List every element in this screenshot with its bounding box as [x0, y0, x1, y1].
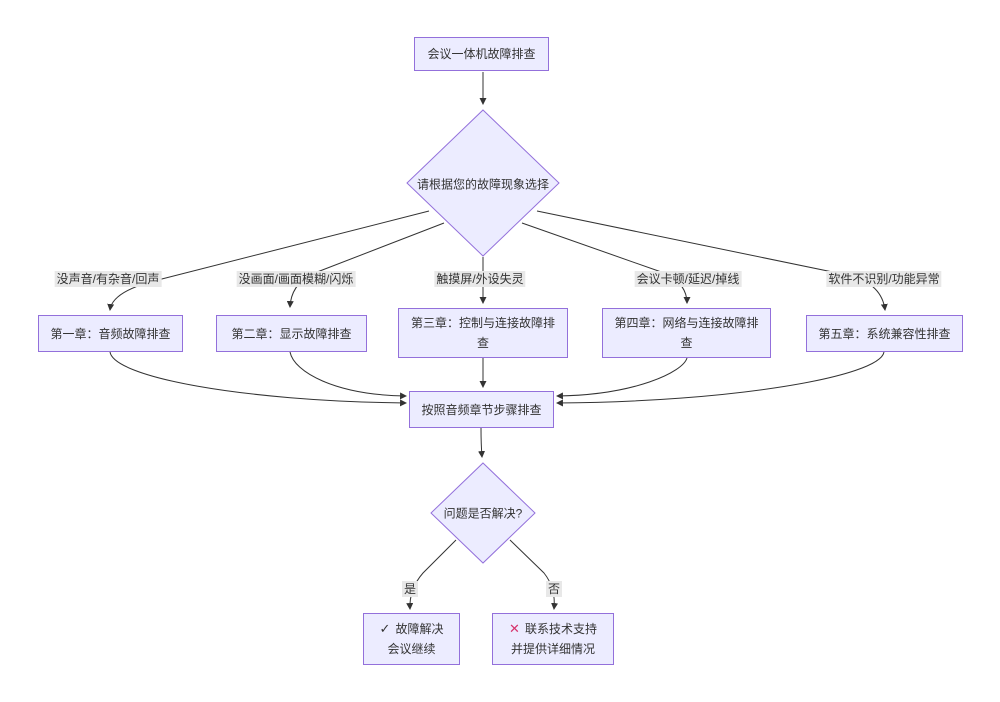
- edge-label-software: 软件不识别/功能异常: [826, 271, 942, 287]
- node-chapter1-label: 第一章：音频故障排查: [50, 326, 171, 341]
- node-resolved: ✓ 故障解决 会议继续: [363, 613, 460, 665]
- edge-label-no: 否: [545, 581, 563, 597]
- node-resolved-line2: 会议继续: [387, 642, 436, 656]
- edge-to-chapter1: [107, 210, 430, 312]
- node-chapter3: 第三章：控制与连接故障排查: [398, 308, 568, 358]
- edge-chapter2-to-follow: [289, 351, 408, 400]
- decision-resolved-label: 问题是否解决?: [443, 506, 523, 521]
- decision-main-diamond: [406, 109, 560, 257]
- node-follow-step-label: 按照音频章节步骤排查: [421, 402, 542, 417]
- node-chapter4-label: 第四章：网络与连接故障排查: [614, 316, 759, 350]
- edge-yes-path: [406, 539, 457, 611]
- node-resolved-line1: 故障解决: [395, 622, 444, 636]
- decision-resolved-diamond: [430, 462, 536, 564]
- node-contact-line2: 并提供详细情况: [510, 642, 595, 656]
- node-follow-step: 按照音频章节步骤排查: [409, 391, 554, 428]
- edge-label-yes: 是: [401, 581, 419, 597]
- node-chapter2-label: 第二章：显示故障排查: [231, 326, 352, 341]
- decision-main-label: 请根据您的故障现象选择: [416, 177, 550, 192]
- edge-label-touch: 触摸屏/外设失灵: [434, 271, 526, 287]
- node-chapter4: 第四章：网络与连接故障排查: [602, 308, 771, 358]
- check-icon: ✓: [379, 621, 391, 636]
- node-chapter5-label: 第五章：系统兼容性排查: [818, 326, 951, 341]
- edge-no-path: [509, 539, 559, 611]
- edge-label-audio: 没声音/有杂音/回声: [54, 271, 162, 287]
- node-chapter1: 第一章：音频故障排查: [38, 315, 183, 352]
- node-start: 会议一体机故障排查: [414, 37, 549, 71]
- node-contact-support: ✕ 联系技术支持 并提供详细情况: [492, 613, 614, 665]
- edge-chapter5-to-follow: [555, 351, 885, 407]
- cross-icon: ✕: [509, 621, 520, 636]
- node-contact-line1: 联系技术支持: [524, 622, 597, 636]
- node-chapter2: 第二章：显示故障排查: [216, 315, 367, 352]
- edge-to-chapter5: [536, 210, 888, 312]
- node-start-label: 会议一体机故障排查: [427, 47, 536, 61]
- edge-label-network: 会议卡顿/延迟/掉线: [634, 271, 742, 287]
- edge-label-display: 没画面/画面模糊/闪烁: [236, 271, 356, 287]
- node-chapter5: 第五章：系统兼容性排查: [806, 315, 963, 352]
- edge-chapter4-to-follow: [555, 357, 688, 400]
- node-chapter3-label: 第三章：控制与连接故障排查: [410, 316, 555, 350]
- edge-chapter1-to-follow: [109, 351, 408, 407]
- edge-to-chapter2: [286, 222, 445, 309]
- edge-follow-to-decision2: [478, 427, 486, 459]
- edge-to-chapter4: [521, 222, 691, 305]
